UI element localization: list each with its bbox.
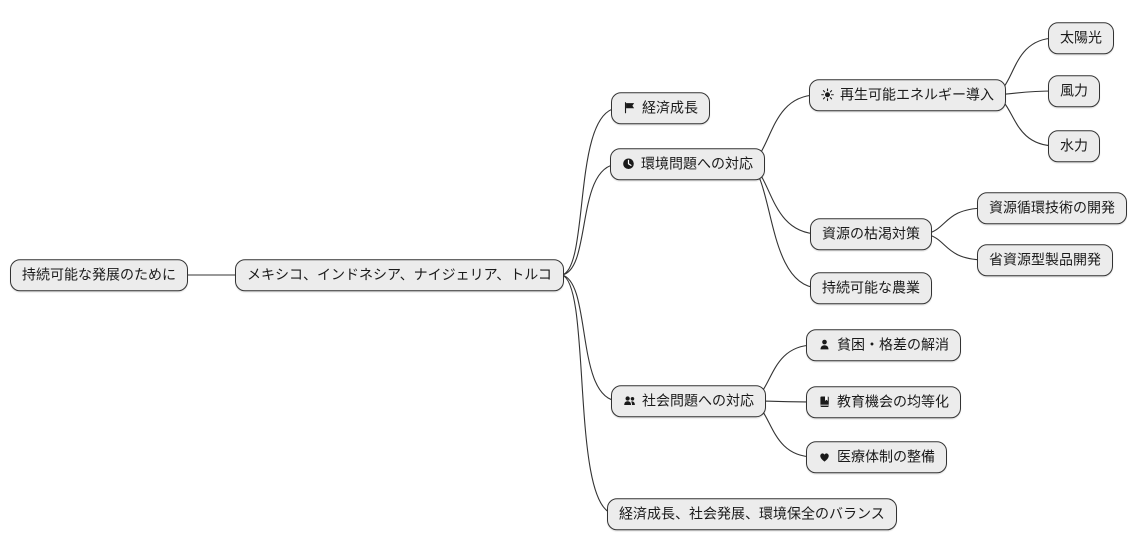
node-solar: 太陽光 bbox=[1048, 22, 1114, 54]
heart-icon bbox=[818, 451, 831, 464]
book-icon bbox=[818, 396, 831, 409]
node-recycling-tech: 資源循環技術の開発 bbox=[977, 192, 1127, 224]
node-agriculture: 持続可能な農業 bbox=[810, 272, 932, 304]
node-wind-label: 風力 bbox=[1060, 82, 1088, 99]
node-social-label: 社会問題への対応 bbox=[642, 392, 754, 409]
node-education: 教育機会の均等化 bbox=[806, 386, 961, 418]
edge-countries-balance bbox=[561, 274, 616, 515]
node-recycling-tech-label: 資源循環技術の開発 bbox=[989, 199, 1115, 216]
edge-countries-social bbox=[561, 274, 619, 402]
node-resource-depletion-label: 資源の枯渇対策 bbox=[822, 225, 920, 242]
node-agriculture-label: 持続可能な農業 bbox=[822, 279, 920, 296]
clock-icon bbox=[622, 158, 635, 171]
node-balance: 経済成長、社会発展、環境保全のバランス bbox=[607, 498, 897, 530]
node-hydro: 水力 bbox=[1048, 130, 1100, 162]
node-countries-label: メキシコ、インドネシア、ナイジェリア、トルコ bbox=[247, 266, 552, 283]
edge-countries-environment bbox=[561, 163, 619, 276]
node-poverty-label: 貧困・格差の解消 bbox=[837, 336, 949, 353]
node-root: 持続可能な発展のために bbox=[10, 259, 188, 291]
edge-countries-economic-growth bbox=[561, 107, 619, 276]
user-icon bbox=[818, 339, 831, 352]
node-resource-saving: 省資源型製品開発 bbox=[977, 244, 1113, 276]
node-social: 社会問題への対応 bbox=[611, 385, 766, 417]
node-balance-label: 経済成長、社会発展、環境保全のバランス bbox=[619, 505, 885, 522]
node-economic-growth-label: 経済成長 bbox=[642, 99, 698, 116]
node-environment: 環境問題への対応 bbox=[610, 148, 765, 180]
node-education-label: 教育機会の均等化 bbox=[837, 393, 949, 410]
users-icon bbox=[623, 395, 636, 408]
node-wind: 風力 bbox=[1048, 75, 1100, 107]
edge-environment-agriculture bbox=[747, 163, 819, 289]
node-hydro-label: 水力 bbox=[1060, 137, 1088, 154]
node-renewable-label: 再生可能エネルギー導入 bbox=[840, 86, 994, 103]
node-healthcare: 医療体制の整備 bbox=[806, 441, 947, 473]
node-economic-growth: 経済成長 bbox=[611, 92, 710, 124]
node-resource-depletion: 資源の枯渇対策 bbox=[810, 218, 932, 250]
node-root-label: 持続可能な発展のために bbox=[22, 266, 176, 283]
edge-resource-depletion-resource-saving bbox=[925, 233, 985, 261]
flag-icon bbox=[623, 102, 636, 115]
node-renewable: 再生可能エネルギー導入 bbox=[809, 79, 1006, 111]
node-countries: メキシコ、インドネシア、ナイジェリア、トルコ bbox=[235, 259, 564, 291]
node-environment-label: 環境問題への対応 bbox=[641, 155, 753, 172]
node-resource-saving-label: 省資源型製品開発 bbox=[989, 251, 1101, 268]
node-healthcare-label: 医療体制の整備 bbox=[837, 448, 935, 465]
edge-resource-depletion-recycling-tech bbox=[925, 207, 985, 235]
sun-icon bbox=[821, 88, 834, 102]
node-solar-label: 太陽光 bbox=[1060, 29, 1102, 46]
node-poverty: 貧困・格差の解消 bbox=[806, 329, 961, 361]
